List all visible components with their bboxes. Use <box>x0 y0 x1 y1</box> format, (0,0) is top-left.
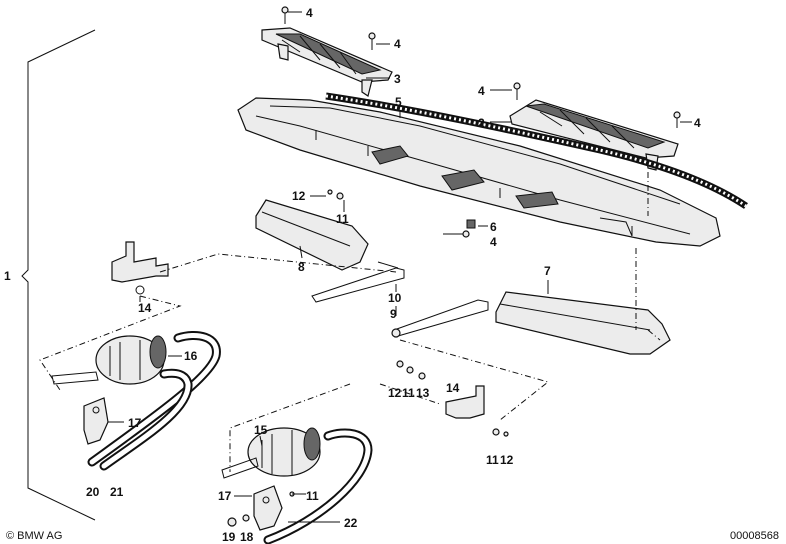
label-4: 4 <box>306 6 313 20</box>
part-14-bracket-right <box>445 385 485 419</box>
label-2: 2 <box>478 116 485 130</box>
group-bracket <box>21 29 96 521</box>
part-5-seal-strip <box>325 92 748 209</box>
part-8-cover <box>255 199 369 271</box>
label-4: 4 <box>694 116 701 130</box>
small-fasteners <box>227 6 681 527</box>
footer: © BMW AG 00008568 <box>6 530 779 542</box>
part-3-vent-grille <box>261 27 393 97</box>
label-13: 13 <box>416 386 430 400</box>
label-17: 17 <box>128 416 142 430</box>
drawing-number: 00008568 <box>730 530 779 542</box>
label-11: 11 <box>336 212 349 226</box>
routing-lines <box>39 172 661 472</box>
brand-copyright: © BMW AG <box>6 530 62 542</box>
part-10-rod <box>311 261 405 303</box>
part-16-vacuum-actuator <box>51 330 221 471</box>
label-12: 12 <box>500 453 514 467</box>
label-1: 1 <box>4 269 11 283</box>
label-16: 16 <box>184 349 198 363</box>
label-6: 6 <box>490 220 497 234</box>
label-7: 7 <box>544 264 551 278</box>
label-18: 18 <box>240 530 254 544</box>
label-4: 4 <box>394 37 401 51</box>
label-5: 5 <box>395 95 402 109</box>
part-7-cover <box>495 291 671 355</box>
part-9-rod <box>391 299 489 338</box>
label-12: 12 <box>292 189 306 203</box>
label-4: 4 <box>478 84 485 98</box>
part-labels: 1 4 4 3 5 4 2 4 12 11 6 4 8 7 10 9 14 16… <box>4 6 701 544</box>
label-9: 9 <box>390 307 397 321</box>
part-14-bracket-left <box>111 241 169 295</box>
leader-lines <box>108 11 692 523</box>
label-4: 4 <box>490 235 497 249</box>
label-21: 21 <box>110 485 124 499</box>
label-20: 20 <box>86 485 100 499</box>
label-19: 19 <box>222 530 236 544</box>
part-2-vent-grille <box>509 99 679 171</box>
label-17: 17 <box>218 489 232 503</box>
label-11: 11 <box>402 386 415 400</box>
label-10: 10 <box>388 291 402 305</box>
label-11: 11 <box>306 489 319 503</box>
label-11: 11 <box>486 453 499 467</box>
label-14: 14 <box>138 301 152 315</box>
label-22: 22 <box>344 516 358 530</box>
label-15: 15 <box>254 423 268 437</box>
label-14: 14 <box>446 381 460 395</box>
part-cowl-panel <box>237 97 721 247</box>
label-12: 12 <box>388 386 402 400</box>
label-3: 3 <box>394 72 401 86</box>
label-8: 8 <box>298 260 305 274</box>
